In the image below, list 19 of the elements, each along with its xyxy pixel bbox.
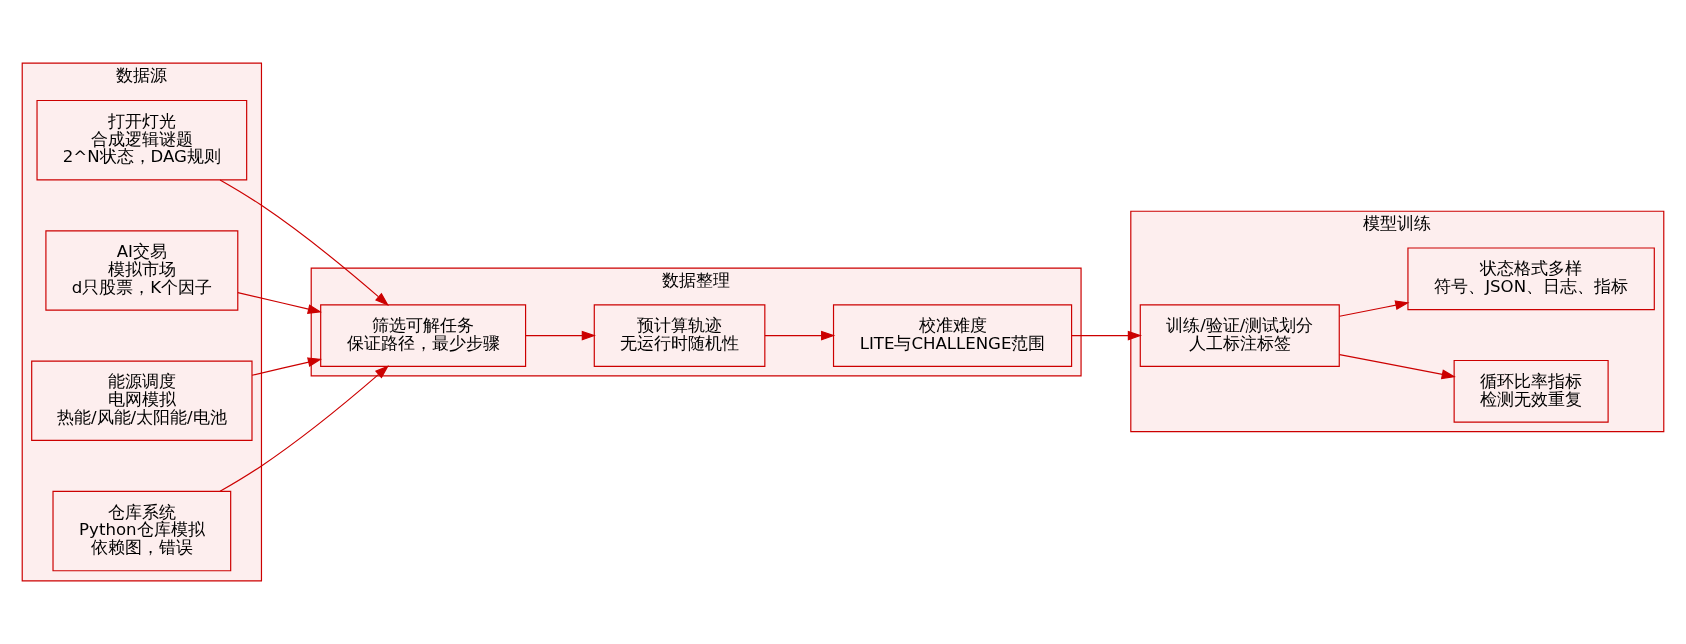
arrow (1071, 330, 1142, 341)
arrow (1339, 354, 1456, 380)
node-box: 打开灯光 合成逻辑谜题 2^N状态，DAG规则 (36, 99, 248, 181)
arrow (251, 357, 322, 376)
node-box: 仓库系统 Python仓库模拟 依赖图，错误 (52, 490, 232, 572)
node-box: 循环比率指标 检测无效重复 (1453, 359, 1609, 423)
arrow (1339, 300, 1410, 317)
arrow (219, 365, 389, 492)
node-box: 状态格式多样 符号、JSON、日志、指标 (1407, 247, 1655, 311)
arrow (525, 330, 596, 341)
node-box: AI交易 模拟市场 d只股票，K个因子 (45, 230, 239, 311)
node-box: 筛选可解任务 保证路径，最少步骤 (320, 304, 527, 367)
node-box: 校准难度 LITE与CHALLENGE范围 (832, 304, 1073, 367)
arrow (764, 330, 836, 341)
arrow (219, 179, 389, 306)
node-box: 预计算轨迹 无运行时随机性 (593, 304, 766, 367)
node-box: 训练/验证/测试划分 人工标注标签 (1139, 304, 1340, 367)
arrow (237, 292, 322, 314)
node-box: 能源调度 电网模拟 热能/风能/太阳能/电池 (31, 360, 253, 442)
